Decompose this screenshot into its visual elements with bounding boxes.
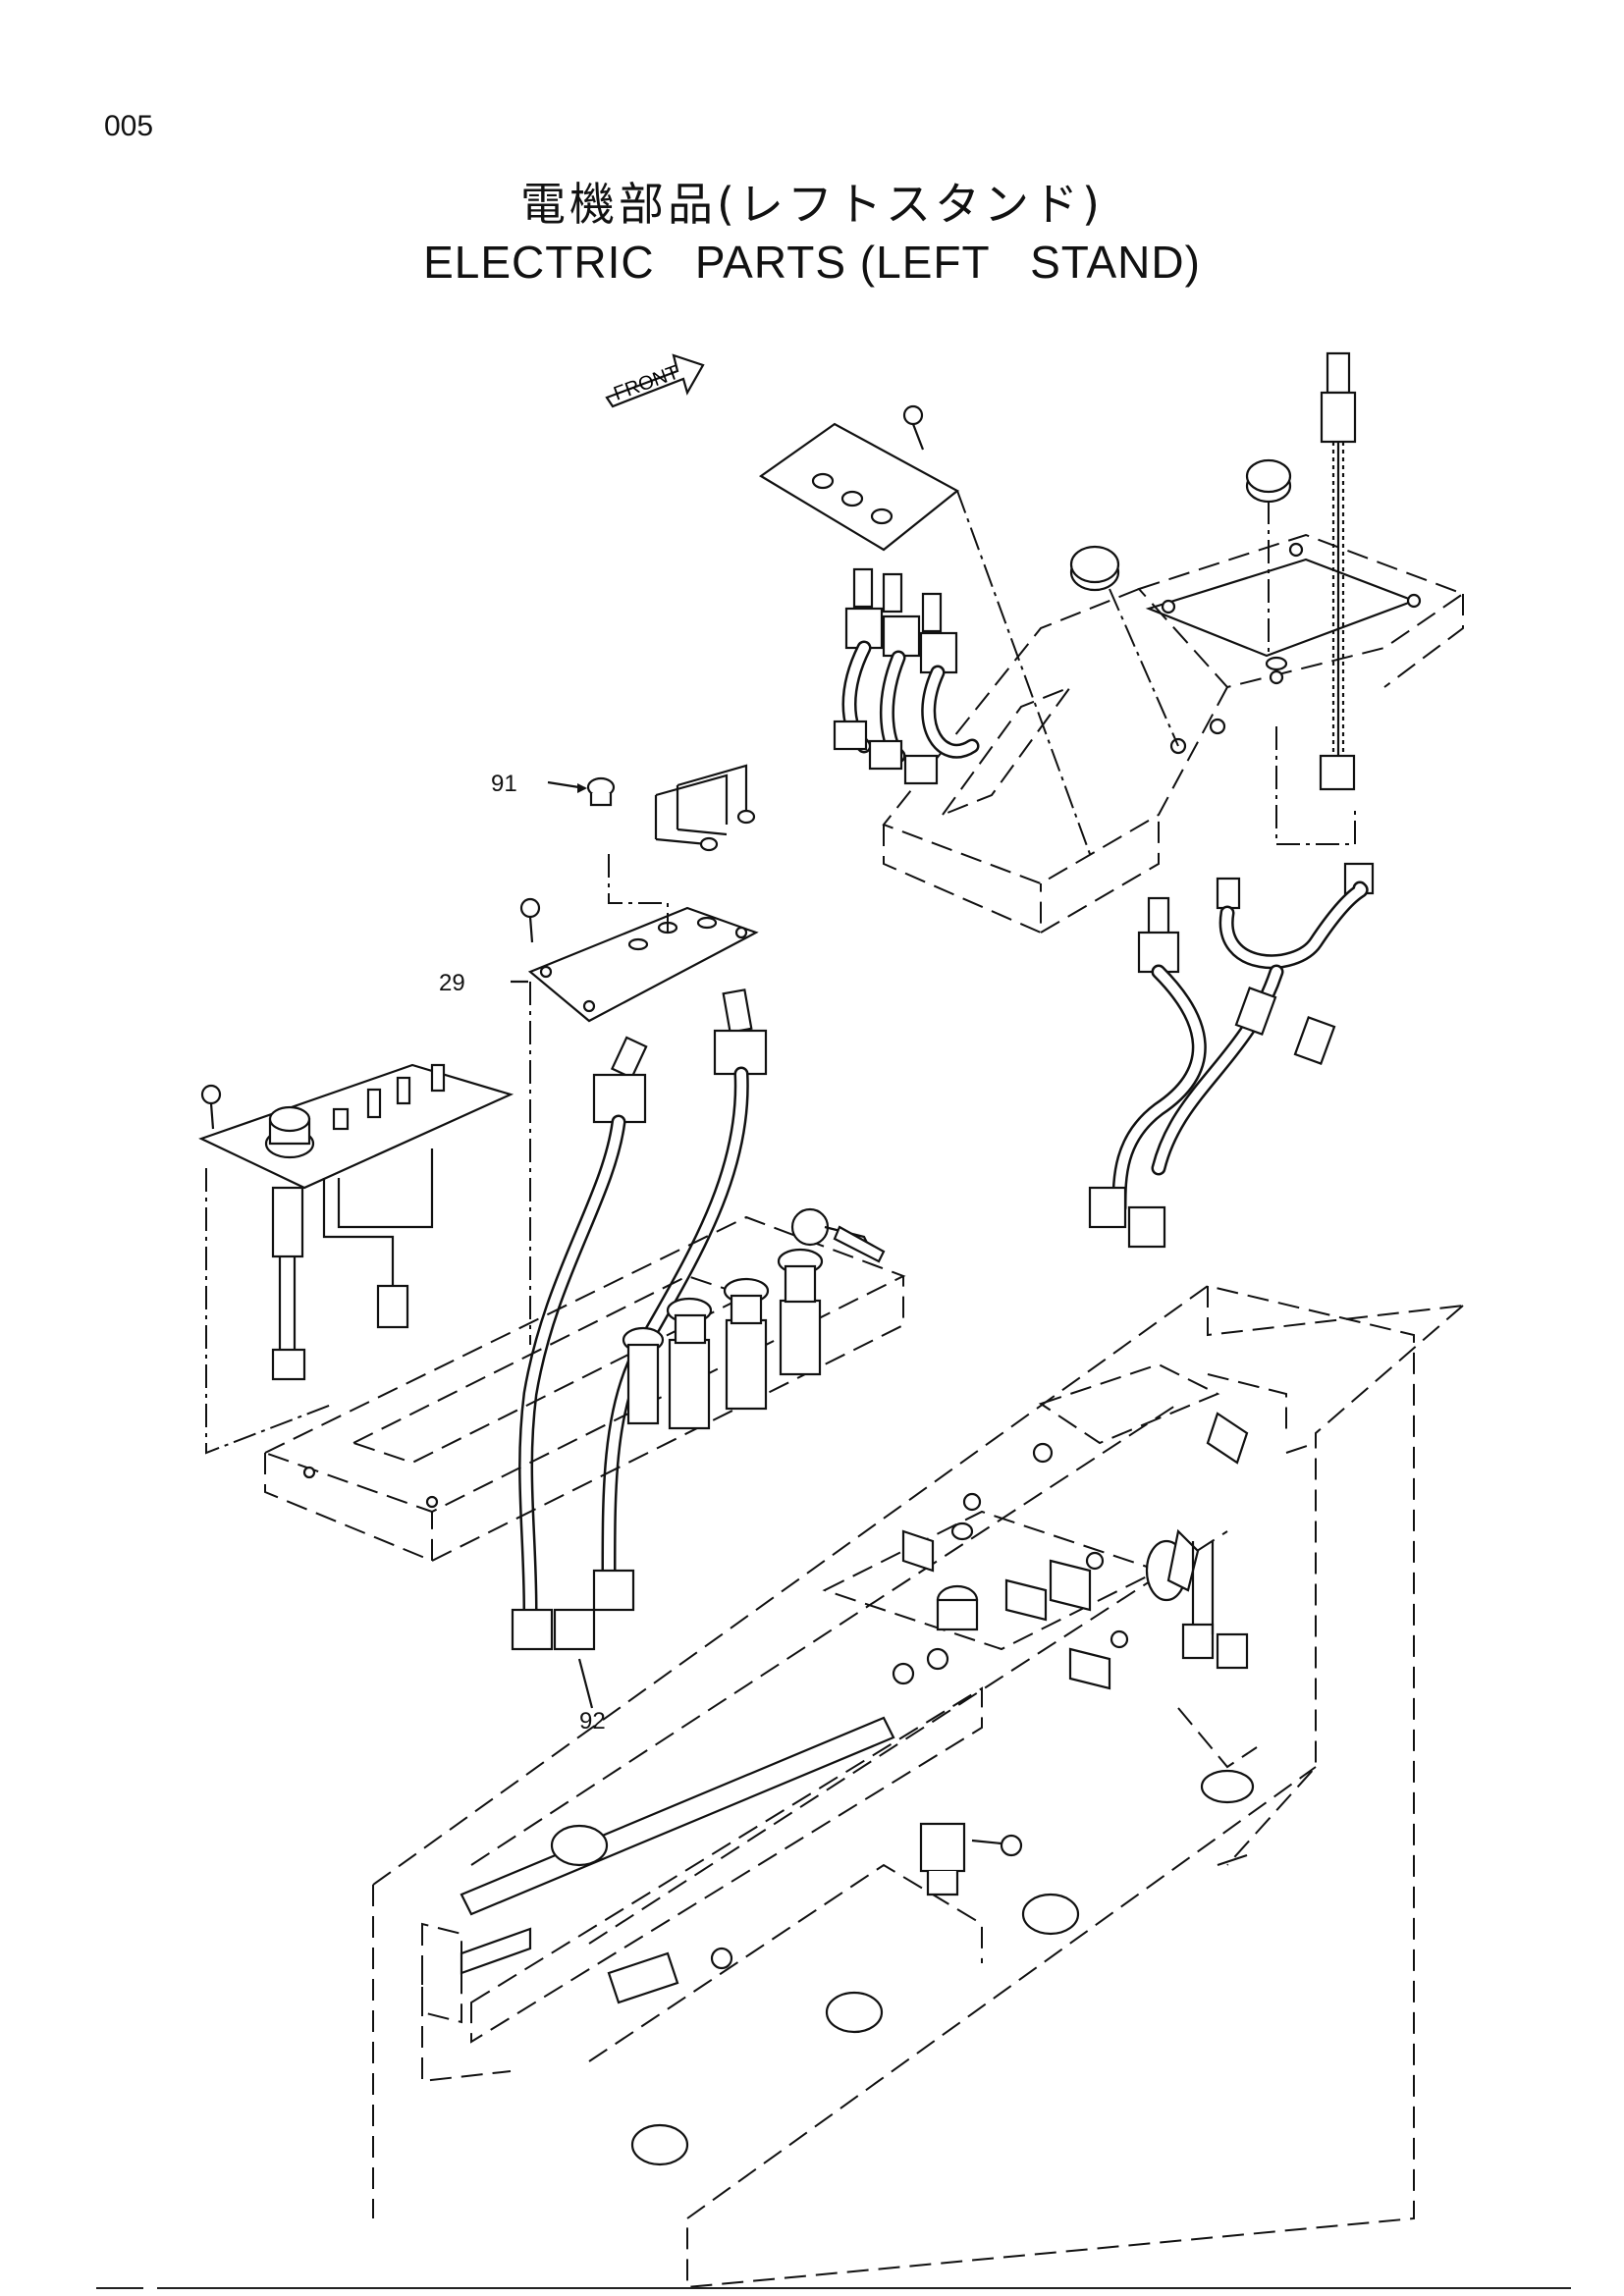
u-bolt-and-rivet xyxy=(547,764,756,852)
sensor-rod xyxy=(1275,351,1357,845)
round-cap-parts xyxy=(1069,458,1292,747)
control-switch-harness xyxy=(511,988,768,1651)
callout-29: 29 xyxy=(439,970,465,996)
upper-right-bracket xyxy=(882,533,1466,934)
lower-frame-parts xyxy=(892,1412,1255,1867)
upper-switch-panel xyxy=(758,404,1091,855)
title-english: ELECTRIC PARTS (LEFT STAND) xyxy=(423,237,1201,288)
right-wire-harness xyxy=(1088,862,1375,1249)
callout-92-leader xyxy=(577,1658,594,1709)
callout-91: 91 xyxy=(491,771,517,797)
lower-clamps-relay xyxy=(421,1716,1080,2166)
page-number: 005 xyxy=(104,110,154,142)
title-japanese: 電機部品(レフトスタンド) xyxy=(520,178,1104,231)
front-arrow: FRONT xyxy=(605,353,705,408)
front-arrow-label: FRONT xyxy=(611,361,681,404)
footer-rule xyxy=(157,2287,1571,2289)
callout-92: 92 xyxy=(579,1708,606,1735)
left-switch-plate xyxy=(198,1063,514,1455)
lower-main-frame xyxy=(372,1284,1464,2289)
left-base-plate xyxy=(262,1215,906,1563)
footer-rule-short xyxy=(96,2287,143,2289)
push-switches xyxy=(622,1207,886,1430)
upper-toggle-switches xyxy=(833,567,980,785)
switch-plate-29 xyxy=(519,854,759,1345)
